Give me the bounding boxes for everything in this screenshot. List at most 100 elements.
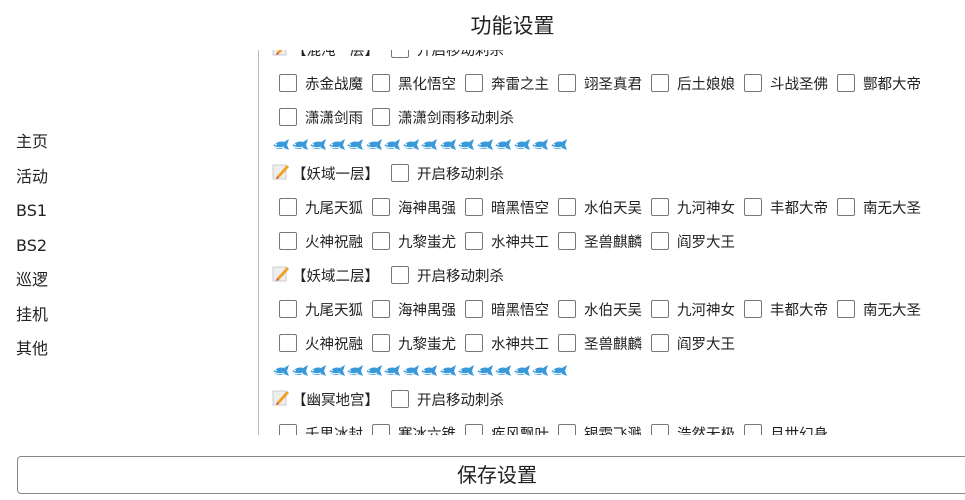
checkbox[interactable] (372, 198, 390, 216)
checkbox[interactable] (558, 198, 576, 216)
boss-checkbox[interactable]: 水神共工 (465, 333, 549, 354)
checkbox[interactable] (744, 424, 762, 435)
boss-checkbox[interactable]: 水伯天吴 (558, 299, 642, 320)
boss-checkbox[interactable]: 潇潇剑雨移动刺杀 (372, 107, 514, 128)
sidebar-item[interactable]: 其他 (16, 339, 49, 358)
checkbox[interactable] (372, 232, 390, 250)
sidebar-item[interactable]: BS2 (16, 235, 48, 255)
checkbox[interactable] (558, 424, 576, 435)
checkbox[interactable] (651, 334, 669, 352)
sidebar-item[interactable]: 活动 (16, 166, 49, 186)
boss-checkbox[interactable]: 水伯天吴 (558, 197, 642, 218)
checkbox[interactable] (372, 108, 390, 126)
checkbox[interactable] (372, 424, 390, 435)
checkbox[interactable] (372, 74, 390, 92)
boss-checkbox[interactable]: 奔雷之主 (465, 73, 549, 94)
boss-checkbox[interactable]: 月世幻身 (744, 423, 828, 435)
checkbox[interactable] (391, 390, 409, 408)
checkbox[interactable] (279, 232, 297, 250)
checkbox[interactable] (558, 232, 576, 250)
boss-checkbox[interactable]: 赤金战魔 (279, 73, 363, 94)
checkbox-label: 水伯天吴 (584, 302, 642, 319)
sidebar-item[interactable]: 主页 (16, 132, 49, 151)
checkbox[interactable] (651, 232, 669, 250)
checkbox[interactable] (391, 266, 409, 284)
boss-checkbox[interactable]: 暗黑悟空 (465, 299, 549, 320)
boss-checkbox[interactable]: 南无大圣 (837, 197, 921, 218)
boss-checkbox[interactable]: 九河神女 (651, 299, 735, 320)
boss-checkbox[interactable]: 阎罗大王 (651, 231, 735, 252)
move-assassinate-checkbox[interactable]: 开启移动刺杀 (391, 163, 504, 184)
boss-checkbox[interactable]: 南无大圣 (837, 299, 921, 320)
boss-checkbox[interactable]: 潇潇剑雨 (279, 107, 363, 128)
checkbox[interactable] (651, 74, 669, 92)
checkbox[interactable] (279, 198, 297, 216)
checkbox-label: 九河神女 (677, 302, 735, 319)
boss-checkbox[interactable]: 海神禺强 (372, 197, 456, 218)
checkbox[interactable] (465, 232, 483, 250)
checkbox[interactable] (744, 300, 762, 318)
boss-checkbox[interactable]: 海神禺强 (372, 299, 456, 320)
boss-checkbox[interactable]: 丰都大帝 (744, 299, 828, 320)
checkbox[interactable] (837, 300, 855, 318)
boss-checkbox[interactable]: 水神共工 (465, 231, 549, 252)
checkbox-label: 酆都大帝 (863, 76, 921, 93)
boss-checkbox[interactable]: 圣兽麒麟 (558, 333, 642, 354)
boss-checkbox[interactable]: 浩然无极 (651, 423, 735, 435)
checkbox[interactable] (279, 108, 297, 126)
checkbox[interactable] (391, 164, 409, 182)
checkbox[interactable] (558, 300, 576, 318)
boss-checkbox[interactable]: 寒冰六锥 (372, 423, 456, 435)
boss-checkbox[interactable]: 斗战圣佛 (744, 73, 828, 94)
checkbox[interactable] (465, 198, 483, 216)
boss-checkbox[interactable]: 九黎蚩尤 (372, 231, 456, 252)
checkbox[interactable] (558, 74, 576, 92)
boss-checkbox[interactable]: 后土娘娘 (651, 73, 735, 94)
boss-checkbox[interactable]: 暗黑悟空 (465, 197, 549, 218)
checkbox[interactable] (372, 300, 390, 318)
save-settings-button[interactable]: 保存设置 (17, 456, 965, 494)
checkbox[interactable] (372, 334, 390, 352)
boss-checkbox[interactable]: 疾风飘叶 (465, 423, 549, 435)
checkbox[interactable] (651, 424, 669, 435)
checkbox[interactable] (465, 300, 483, 318)
move-assassinate-checkbox[interactable]: 开启移动刺杀 (391, 265, 504, 286)
checkbox-row: 火神祝融 九黎蚩尤水神共工圣兽麒麟阎罗大王 (270, 224, 965, 258)
checkbox[interactable] (744, 198, 762, 216)
checkbox[interactable] (651, 300, 669, 318)
boss-checkbox[interactable]: 银霜飞溅 (558, 423, 642, 435)
boss-checkbox[interactable]: 九尾天狐 (279, 197, 363, 218)
checkbox[interactable] (465, 74, 483, 92)
boss-checkbox[interactable]: 阎罗大王 (651, 333, 735, 354)
boss-checkbox[interactable]: 酆都大帝 (837, 73, 921, 94)
boss-checkbox[interactable]: 九河神女 (651, 197, 735, 218)
move-assassinate-checkbox[interactable]: 开启移动刺杀 (391, 389, 504, 410)
checkbox[interactable] (465, 424, 483, 435)
boss-checkbox[interactable]: 火神祝融 (279, 231, 363, 252)
boss-checkbox[interactable]: 黑化悟空 (372, 73, 456, 94)
checkbox[interactable] (391, 50, 409, 58)
sidebar-item[interactable]: 挂机 (16, 304, 49, 324)
boss-checkbox[interactable]: 丰都大帝 (744, 197, 828, 218)
boss-checkbox[interactable]: 翊圣真君 (558, 73, 642, 94)
sidebar-item[interactable]: BS1 (16, 201, 48, 220)
boss-checkbox[interactable]: 九黎蚩尤 (372, 333, 456, 354)
checkbox[interactable] (279, 334, 297, 352)
sidebar-item[interactable]: 巡逻 (16, 270, 49, 289)
boss-checkbox[interactable]: 九尾天狐 (279, 299, 363, 320)
checkbox[interactable] (558, 334, 576, 352)
checkbox[interactable] (651, 198, 669, 216)
settings-scroll-area[interactable]: 【混沌一层】开启移动刺杀赤金战魔黑化悟空奔雷之主翊圣真君后土娘娘斗战圣佛酆都大帝… (270, 50, 965, 435)
checkbox[interactable] (279, 74, 297, 92)
move-assassinate-checkbox[interactable]: 开启移动刺杀 (391, 50, 504, 60)
boss-checkbox[interactable]: 火神祝融 (279, 333, 363, 354)
boss-checkbox[interactable]: 千里冰封 (279, 423, 363, 435)
checkbox[interactable] (837, 198, 855, 216)
boss-checkbox[interactable]: 圣兽麒麟 (558, 231, 642, 252)
checkbox[interactable] (279, 424, 297, 435)
checkbox[interactable] (279, 300, 297, 318)
checkbox[interactable] (744, 74, 762, 92)
checkbox[interactable] (837, 74, 855, 92)
checkbox[interactable] (465, 334, 483, 352)
checkbox-label: 九黎蚩尤 (398, 234, 456, 251)
